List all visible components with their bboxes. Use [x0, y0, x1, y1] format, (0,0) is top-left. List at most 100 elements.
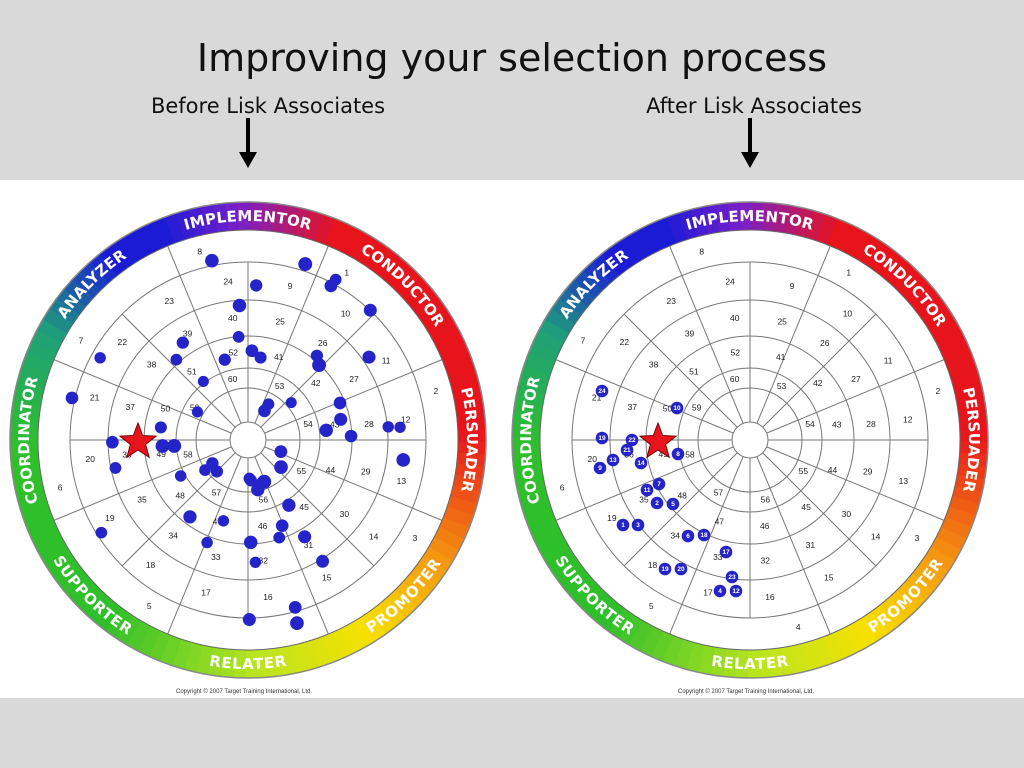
after-label: After Lisk Associates: [646, 94, 862, 118]
team-dot: [273, 531, 286, 544]
spoke: [264, 359, 443, 434]
team-dot: [65, 391, 79, 405]
position-number: 14: [871, 532, 881, 542]
team-dot: [155, 439, 170, 453]
position-number: 23: [164, 296, 174, 306]
position-number: 27: [851, 374, 861, 384]
team-dot: [274, 445, 288, 459]
position-number: 46: [760, 521, 770, 531]
position-number: 24: [725, 277, 735, 287]
team-dot: [674, 562, 688, 576]
position-number: 47: [213, 517, 223, 527]
position-number: 23: [666, 296, 676, 306]
position-number: 29: [361, 466, 371, 476]
spoke: [756, 456, 831, 635]
team-dot: [191, 406, 203, 418]
team-dot-number: 21: [623, 447, 631, 454]
slide-title: Improving your selection process: [196, 36, 828, 80]
position-number: 58: [685, 450, 695, 460]
team-dot-number: 17: [722, 549, 730, 556]
position-number: 34: [670, 531, 680, 541]
position-number: 50: [663, 404, 673, 414]
team-dot: [176, 336, 189, 349]
position-number: 11: [382, 355, 391, 365]
position-number: 26: [820, 338, 830, 348]
team-dot: [640, 483, 654, 497]
team-dot-number: 10: [673, 405, 681, 412]
spoke: [555, 446, 734, 521]
position-number: 41: [274, 352, 284, 362]
team-dot: [243, 535, 258, 550]
team-dot: [625, 433, 639, 447]
team-dot: [593, 461, 607, 475]
team-dot: [275, 519, 289, 532]
position-number: 58: [183, 450, 193, 460]
team-dot: [274, 460, 288, 474]
header-band: [0, 0, 1024, 180]
position-number: 39: [183, 328, 193, 338]
team-dot: [719, 545, 733, 559]
position-number: 52: [229, 347, 239, 357]
team-dot-number: 3: [636, 522, 640, 529]
team-dot: [725, 570, 739, 584]
position-number: 9: [790, 281, 795, 291]
position-number: 4: [796, 622, 801, 632]
position-number: 17: [703, 588, 713, 598]
position-number: 2: [434, 386, 439, 396]
position-number: 39: [685, 328, 695, 338]
team-dot: [94, 352, 106, 364]
segment-label-relater: RELATER: [208, 651, 288, 672]
position-number: 35: [639, 495, 649, 505]
team-dot: [666, 497, 680, 511]
spoke: [756, 245, 831, 424]
position-number: 48: [677, 490, 687, 500]
team-dot: [616, 518, 630, 532]
position-number: 27: [349, 374, 359, 384]
segment-label-relater: RELATER: [710, 651, 790, 672]
copyright-text: Copyright © 2007 Target Training Interna…: [176, 688, 312, 695]
position-number: 55: [297, 466, 307, 476]
team-dot-number: 22: [628, 437, 636, 444]
position-number: 43: [330, 420, 340, 430]
team-dot-number: 5: [671, 501, 675, 508]
team-dot: [634, 456, 648, 470]
position-number: 57: [714, 488, 724, 498]
team-dot-number: 1: [621, 522, 625, 529]
team-dot: [217, 515, 230, 527]
position-number: 32: [761, 555, 771, 565]
team-dot: [199, 464, 211, 476]
spoke: [167, 245, 242, 424]
position-number: 3: [413, 533, 418, 543]
position-number: 54: [805, 419, 815, 429]
position-number: 8: [699, 246, 704, 256]
team-dot: [244, 474, 258, 487]
team-dot: [282, 498, 296, 512]
spoke: [766, 359, 945, 434]
team-dot-number: 4: [718, 588, 722, 595]
team-dot: [595, 431, 609, 445]
position-number: 25: [275, 317, 285, 327]
spoke: [766, 446, 945, 521]
spoke: [121, 313, 236, 428]
team-dot: [242, 613, 256, 627]
team-dot: [394, 421, 406, 433]
before-arrow-icon: [239, 118, 257, 168]
team-dot: [697, 528, 711, 542]
team-dot: [154, 421, 167, 434]
position-number: 56: [259, 494, 269, 504]
position-number: 37: [628, 402, 638, 412]
position-number: 21: [592, 392, 602, 402]
position-number: 38: [147, 359, 157, 369]
position-number: 14: [369, 532, 379, 542]
team-dot: [319, 423, 333, 437]
position-number: 47: [715, 517, 725, 527]
team-dot-number: 7: [657, 481, 661, 488]
position-number: 22: [118, 337, 128, 347]
team-dot: [713, 584, 727, 598]
team-dot: [671, 447, 685, 461]
team-dot: [201, 536, 213, 549]
team-dot: [254, 351, 267, 364]
position-number: 52: [731, 347, 741, 357]
team-dot: [316, 554, 330, 568]
